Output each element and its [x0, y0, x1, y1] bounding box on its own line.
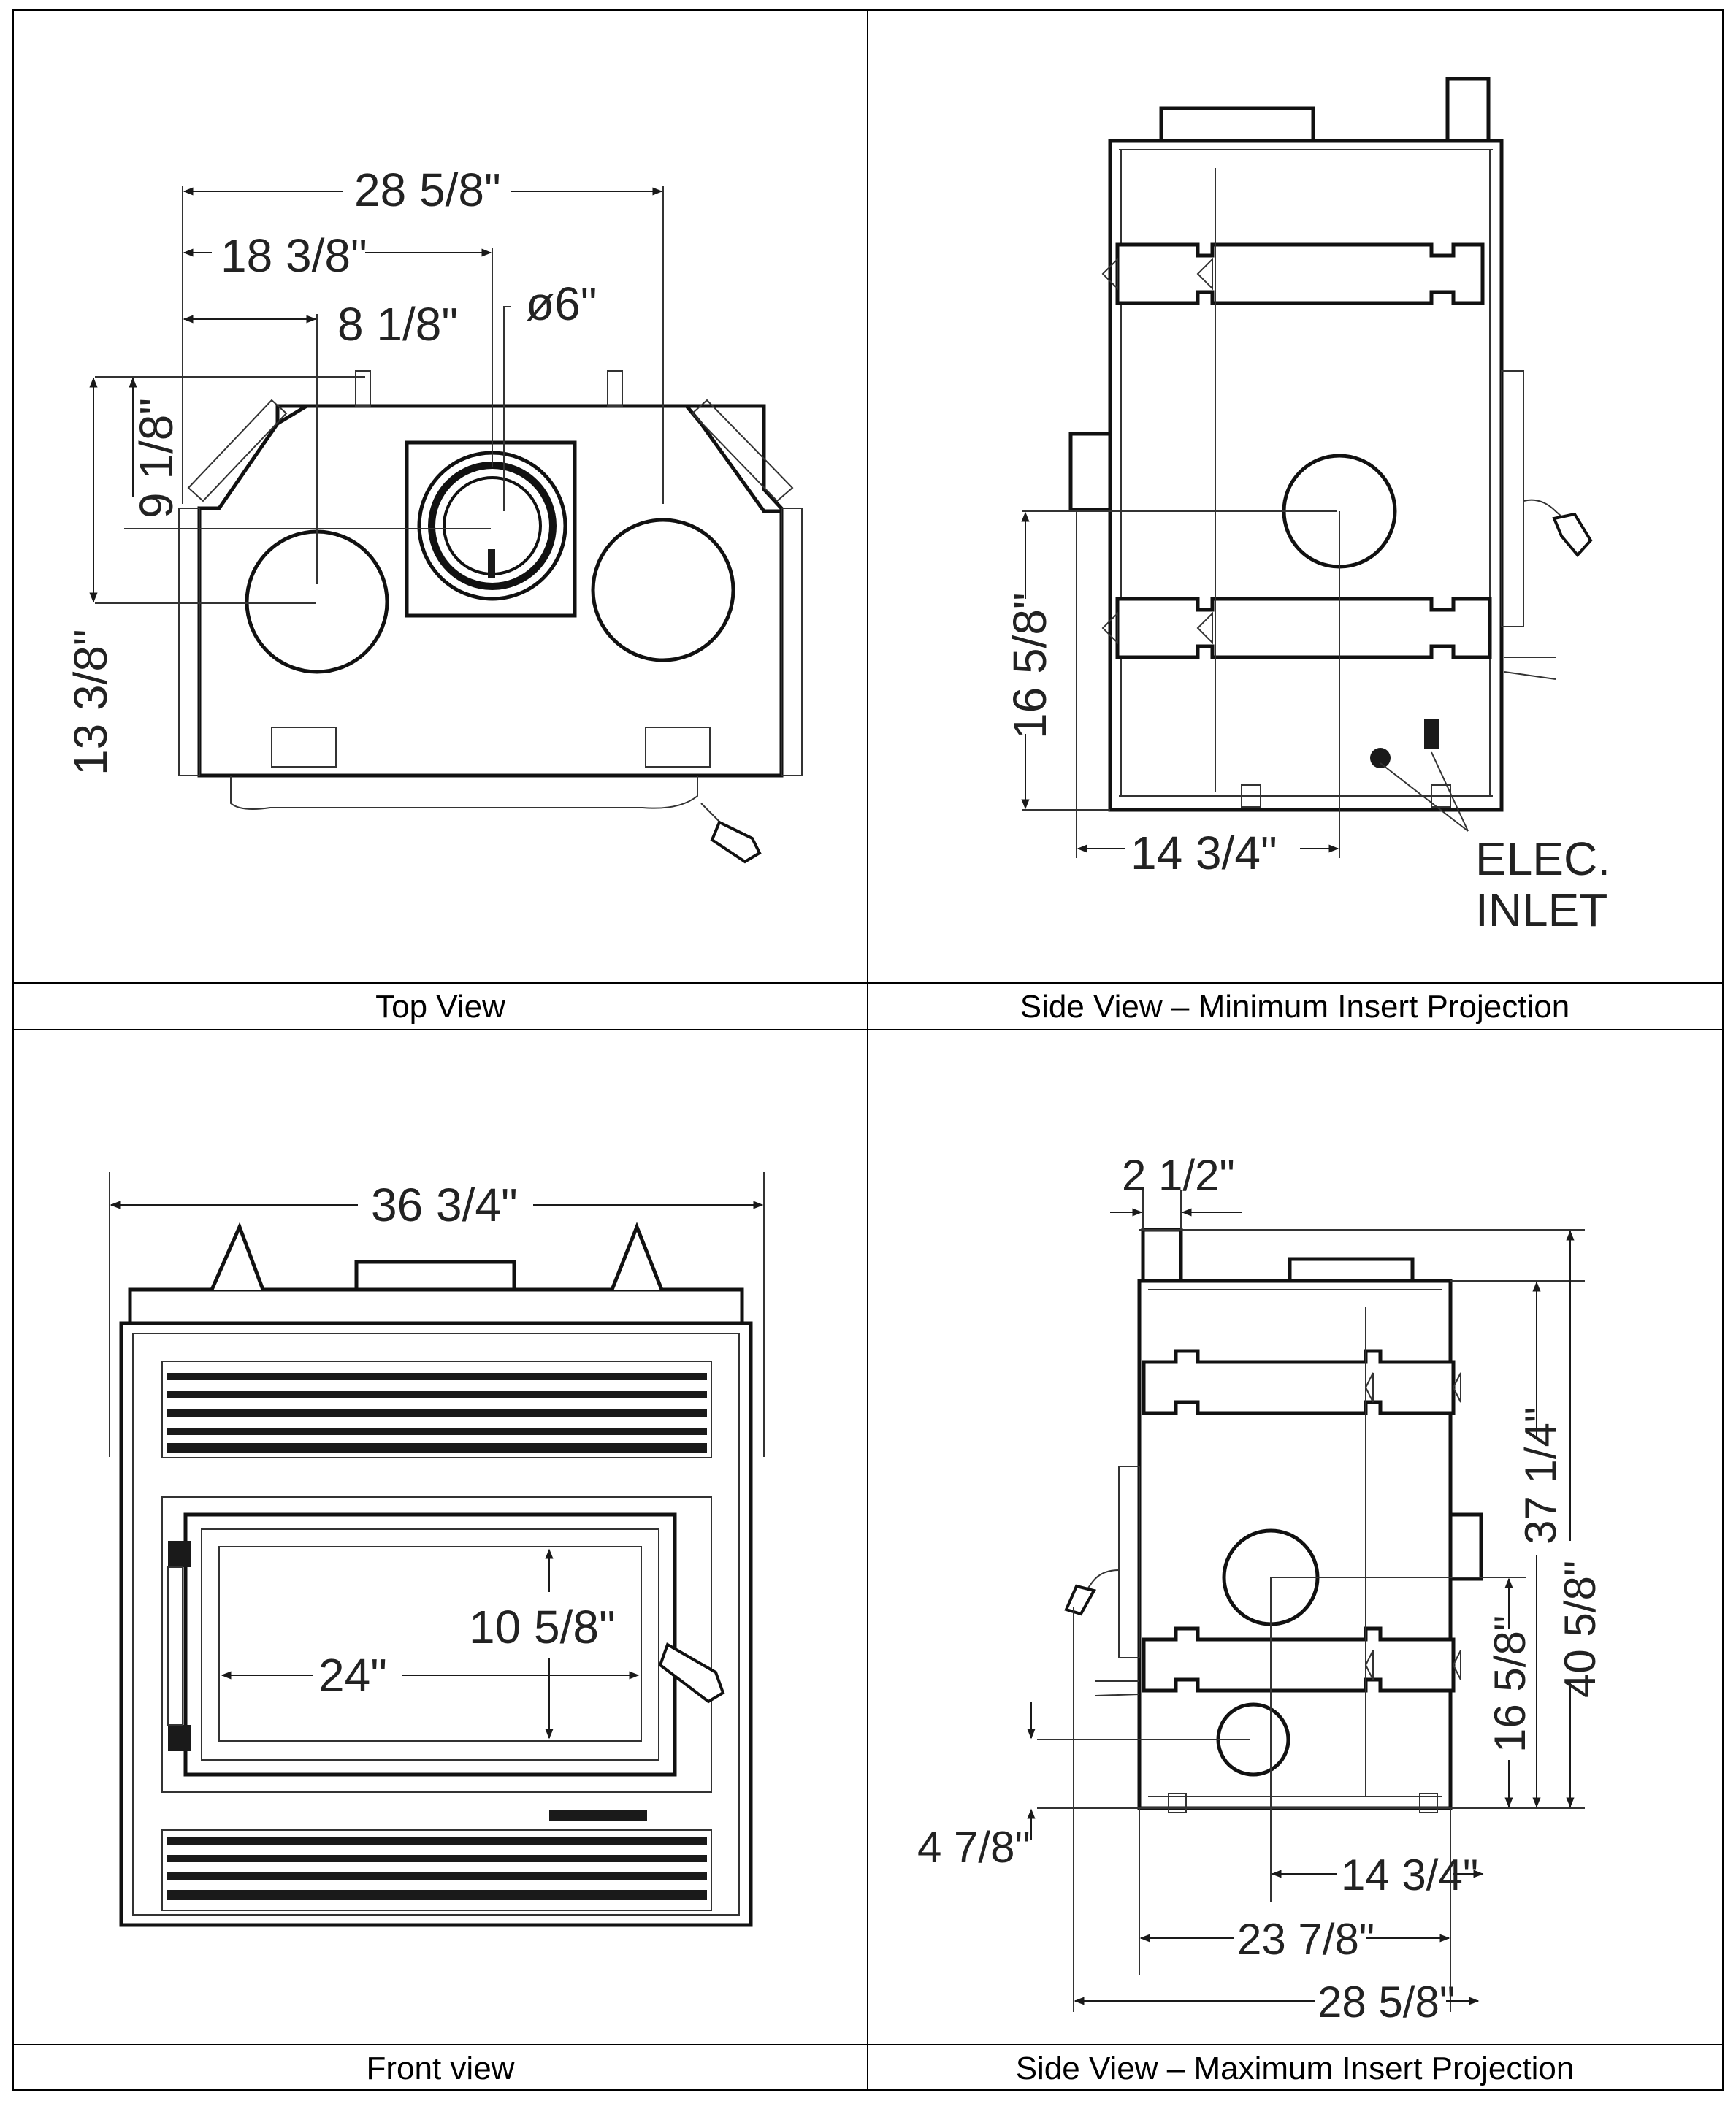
caption-top-view: Top View — [375, 989, 505, 1025]
layout-grid — [12, 9, 1724, 2091]
callout-elec-line2: INLET — [1475, 884, 1607, 936]
dim-top-overall-width: 28 5/8" — [354, 164, 501, 216]
dim-top-depth: 13 3/8" — [64, 629, 117, 776]
dim-side-max-body-depth: 23 7/8" — [1237, 1915, 1374, 1964]
dim-side-max-collar: 2 1/2" — [1122, 1151, 1235, 1200]
dim-front-overall-width: 36 3/4" — [371, 1179, 518, 1231]
dim-top-front-to-flue: 9 1/8" — [130, 398, 183, 518]
dim-side-max-overall-height: 40 5/8" — [1556, 1561, 1605, 1698]
dim-front-glass-width: 24" — [318, 1649, 387, 1702]
dim-top-right-flue-offset: 18 3/8" — [221, 229, 367, 282]
dim-side-min-flue-setback: 14 3/4" — [1131, 827, 1277, 879]
top-view-drawing — [89, 186, 803, 864]
dim-top-left-flue-offset: 8 1/8" — [337, 298, 458, 351]
side-view-min-drawing — [1021, 77, 1593, 858]
dim-side-max-body-height: 37 1/4" — [1516, 1407, 1565, 1545]
front-view-drawing — [109, 1172, 765, 1927]
dim-side-max-overall-depth: 28 5/8" — [1318, 1978, 1455, 2027]
dim-side-min-flue-height: 16 5/8" — [1003, 592, 1056, 739]
dim-side-max-flue-setback: 14 3/4" — [1341, 1851, 1478, 1899]
caption-side-view-max: Side View – Maximum Insert Projection — [1016, 2051, 1575, 2086]
caption-side-view-min: Side View – Minimum Insert Projection — [1020, 989, 1569, 1025]
dim-front-glass-height: 10 5/8" — [469, 1601, 616, 1653]
side-view-max-drawing — [1027, 1190, 1585, 2012]
caption-front-view: Front view — [367, 2051, 515, 2086]
callout-elec-line1: ELEC. — [1475, 833, 1610, 885]
dim-side-max-low-flue-height: 4 7/8" — [917, 1823, 1030, 1872]
dim-top-flue-diameter: ø6" — [526, 278, 597, 330]
dim-side-max-flue-height: 16 5/8" — [1485, 1615, 1534, 1753]
